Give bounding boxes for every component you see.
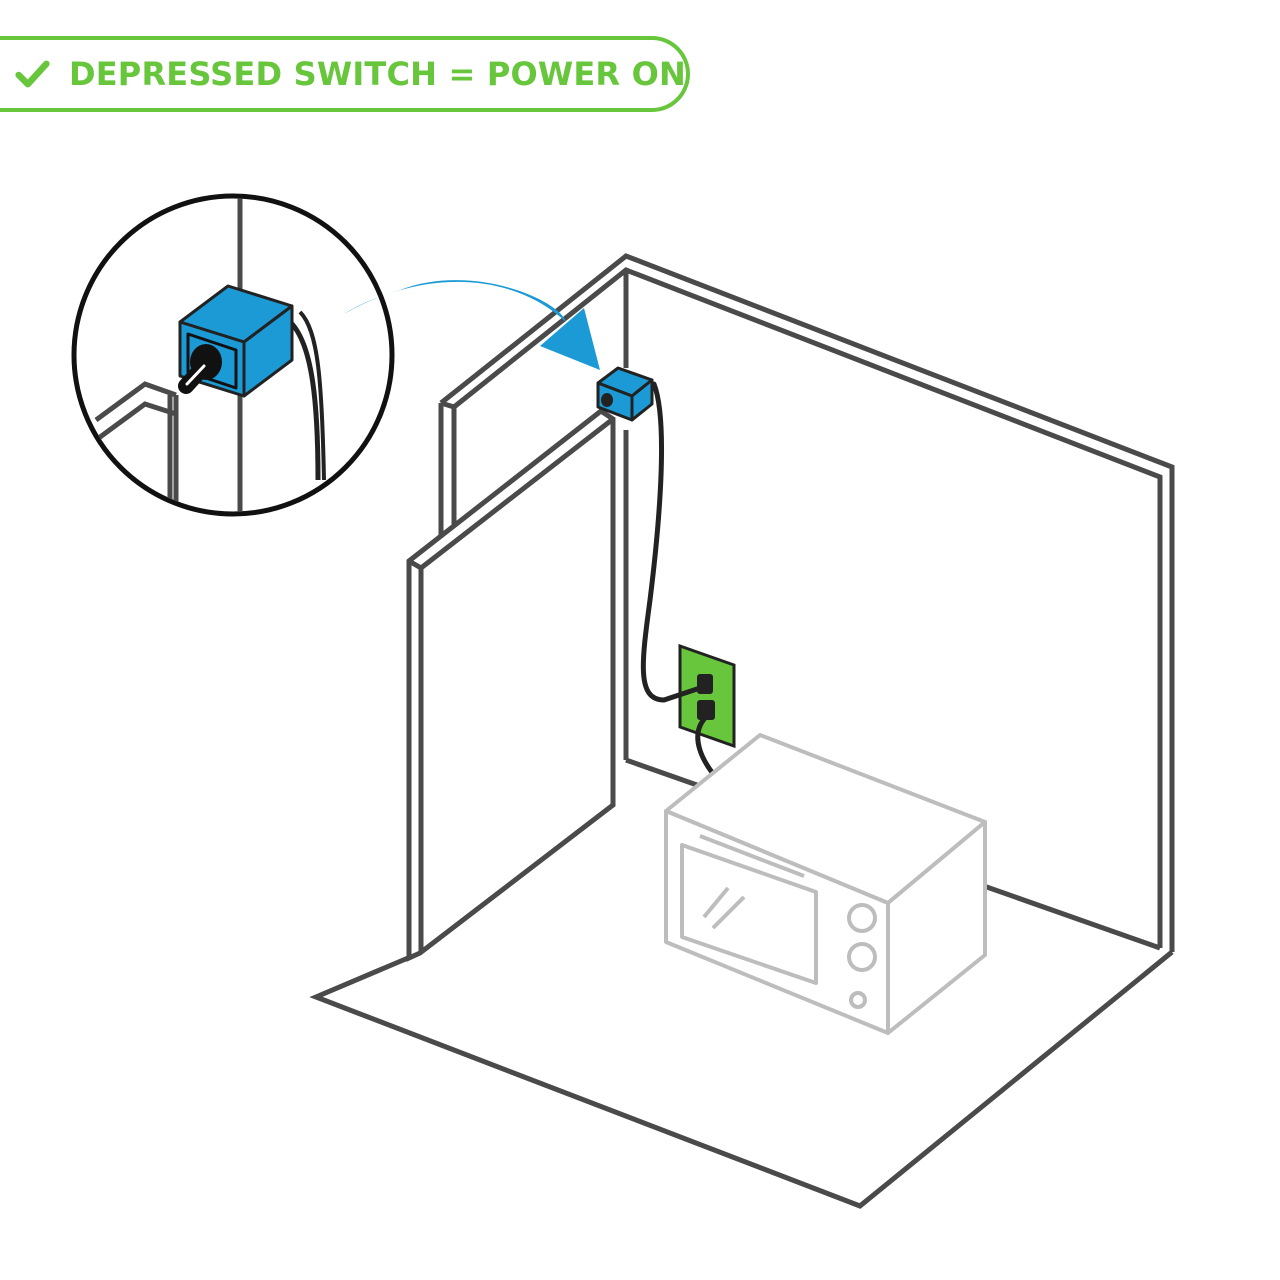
switch-cable [640, 381, 703, 703]
status-banner: DEPRESSED SWITCH = POWER ON [0, 36, 690, 112]
door-switch [596, 366, 654, 422]
outlet-socket [697, 674, 713, 694]
room-floor [309, 950, 1174, 1209]
curved-arrow-icon [344, 280, 600, 370]
zoom-detail [71, 193, 395, 517]
check-icon [15, 60, 50, 88]
outlet-plate [678, 643, 736, 749]
back-wall [438, 253, 1175, 952]
banner-text: DEPRESSED SWITCH = POWER ON [68, 55, 686, 93]
outlet-plug [697, 700, 715, 720]
door-panel [406, 407, 616, 962]
zoom-switch [178, 284, 294, 398]
microwave [664, 733, 987, 1035]
wall-outlet [678, 643, 736, 749]
